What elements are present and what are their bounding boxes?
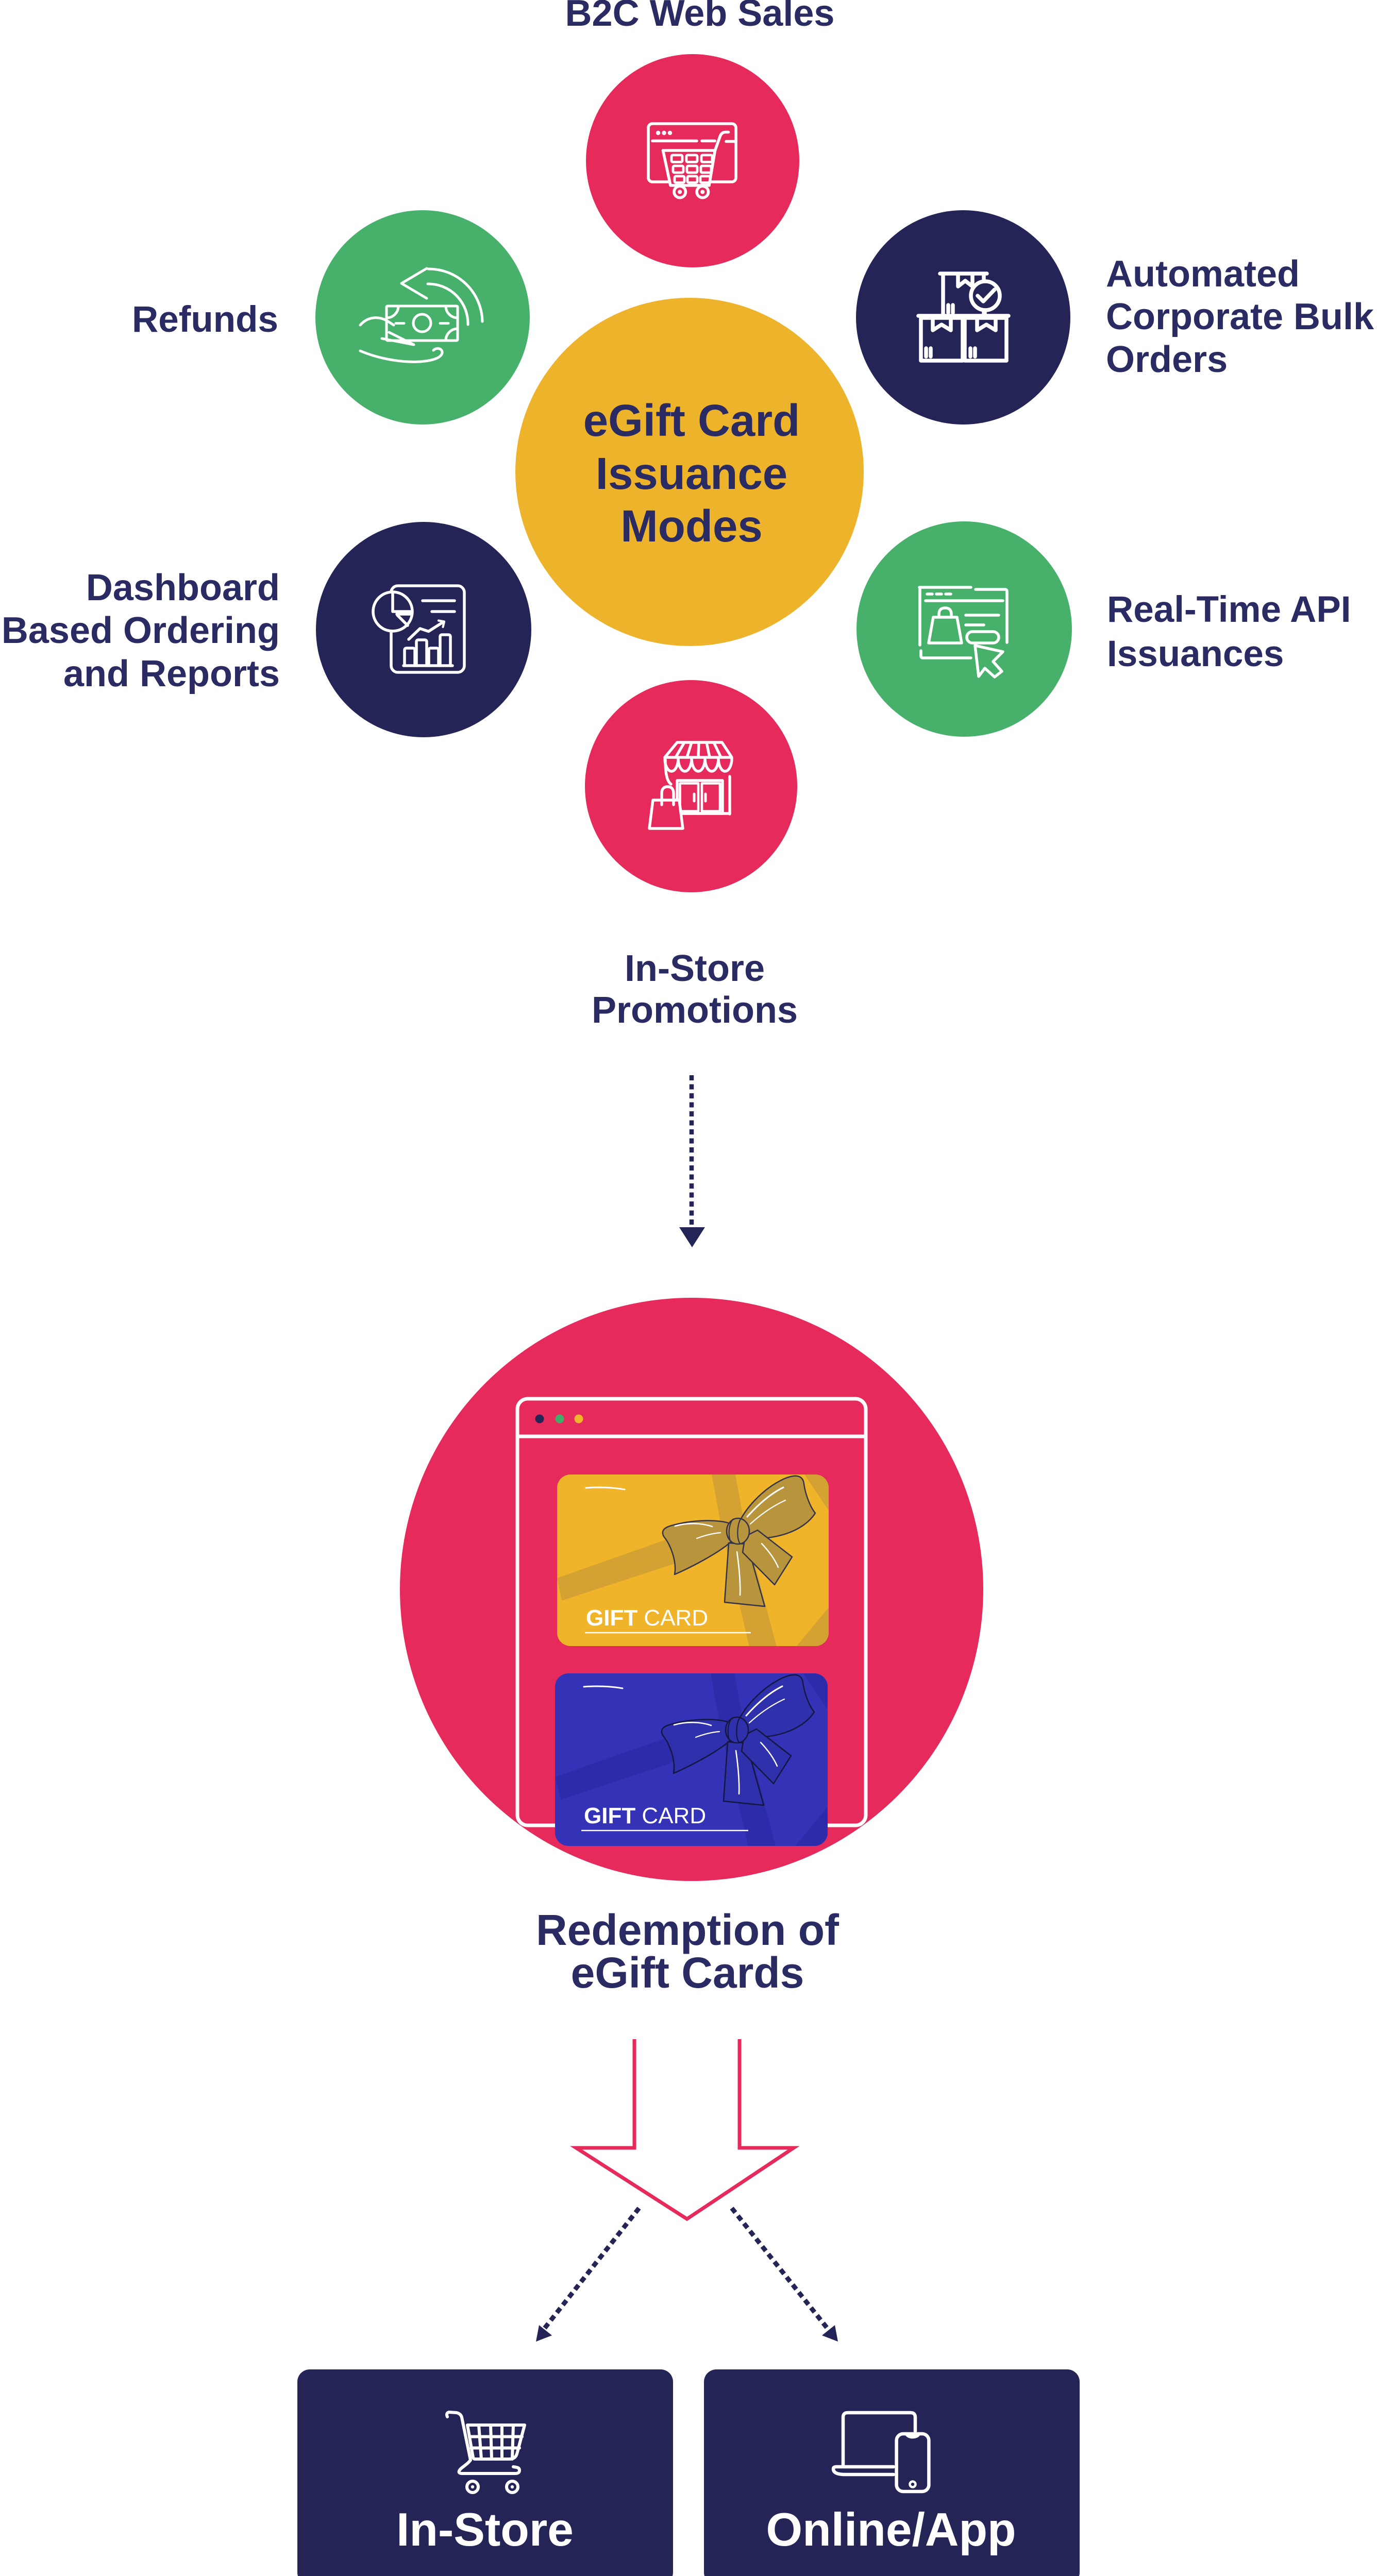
svg-text:Refunds: Refunds: [132, 299, 278, 340]
svg-text:Based Ordering: Based Ordering: [2, 610, 280, 651]
svg-text:In-Store: In-Store: [625, 948, 765, 989]
svg-text:Dashboard: Dashboard: [86, 567, 280, 608]
svg-text:Automated: Automated: [1106, 253, 1300, 295]
svg-text:eGift Cards: eGift Cards: [571, 1948, 804, 1997]
svg-text:and Reports: and Reports: [63, 653, 280, 694]
svg-text:Real-Time API: Real-Time API: [1107, 589, 1351, 630]
svg-text:Online/App: Online/App: [766, 2504, 1016, 2556]
svg-text:Modes: Modes: [620, 501, 763, 551]
svg-text:Issuance: Issuance: [596, 449, 787, 499]
svg-text:Issuances: Issuances: [1107, 634, 1284, 674]
svg-text:Redemption of: Redemption of: [536, 1906, 839, 1954]
svg-text:eGift Card: eGift Card: [583, 396, 800, 446]
svg-text:Corporate Bulk: Corporate Bulk: [1106, 296, 1374, 337]
svg-text:GIFT CARD: GIFT CARD: [584, 1803, 706, 1828]
svg-text:GIFT CARD: GIFT CARD: [586, 1605, 708, 1631]
svg-text:In-Store: In-Store: [396, 2504, 574, 2556]
svg-text:Promotions: Promotions: [592, 990, 798, 1031]
svg-text:B2C Web Sales: B2C Web Sales: [565, 0, 835, 34]
svg-text:Orders: Orders: [1106, 339, 1228, 380]
